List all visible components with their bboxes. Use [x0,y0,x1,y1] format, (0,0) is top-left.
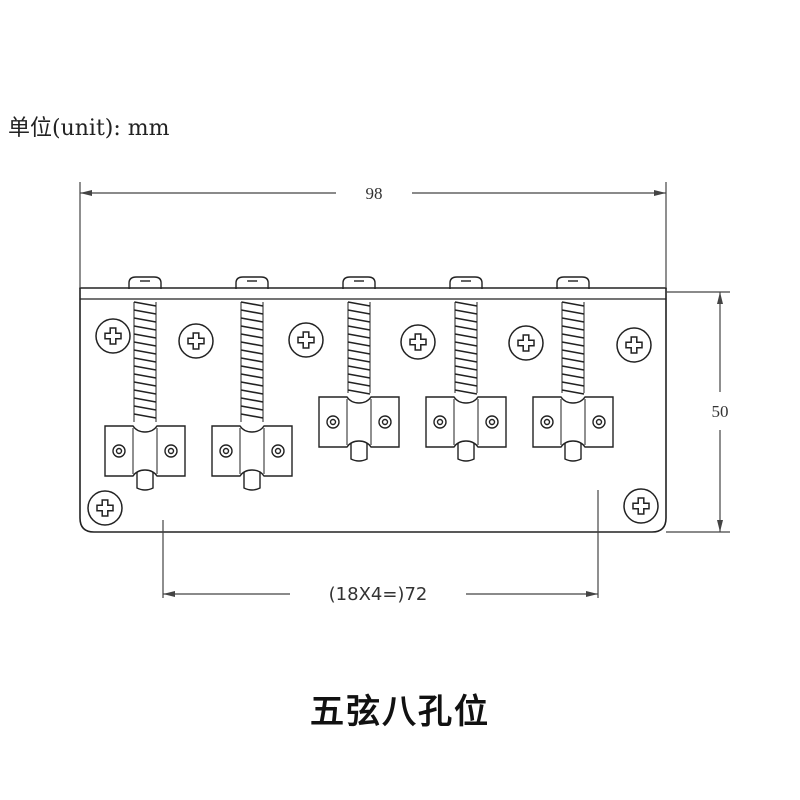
saddle-assembly [211,276,293,491]
spring-icon [133,301,157,422]
mounting-screw-icon [623,488,659,524]
saddle-block [425,396,507,462]
adjust-screw-head-icon [449,276,483,289]
adjust-screw-head-icon [556,276,590,289]
mounting-screw-icon [400,324,436,360]
saddle-screw-tip [243,472,261,491]
adjust-screw-head-icon [235,276,269,289]
saddle-assembly [532,276,614,462]
spring-icon [561,301,585,395]
saddle-assembly [104,276,186,491]
mounting-screw-icon [87,490,123,526]
height-arrow-top [717,292,723,304]
height-dimension-label: 50 [712,402,729,421]
mounting-screw-icon [95,318,131,354]
diagram-caption: 五弦八孔位 [310,692,490,732]
height-screw-icon [540,415,554,429]
adjust-screw-head-icon [342,276,376,289]
width-arrow-right [654,190,666,196]
height-screw-icon [592,415,606,429]
saddle-block [211,425,293,491]
adjust-screw-head-icon [128,276,162,289]
height-screw-icon [164,444,178,458]
height-screw-icon [326,415,340,429]
span-arrow-left [163,591,175,597]
spring-icon [347,301,371,395]
mounting-screw-icon [178,323,214,359]
bridge-plate [79,287,667,533]
span-arrow-right [586,591,598,597]
mounting-screw-icon [616,327,652,363]
mounting-screw-icon [508,325,544,361]
height-arrow-bottom [717,520,723,532]
saddle-block [318,396,400,462]
height-screw-icon [112,444,126,458]
hole-span-dimension-label: (18X4=)72 [329,584,428,605]
spring-icon [240,301,264,422]
saddle-assembly [318,276,400,462]
mounting-screw-icon [288,322,324,358]
saddle-block [104,425,186,491]
spring-icon [454,301,478,395]
height-screw-icon [433,415,447,429]
saddle-screw-tip [350,443,368,462]
saddle-screw-tip [564,443,582,462]
width-arrow-left [80,190,92,196]
height-screw-icon [485,415,499,429]
unit-label: 单位(unit): mm [8,116,170,141]
height-screw-icon [219,444,233,458]
width-dimension-label: 98 [366,184,383,203]
saddle-screw-tip [457,443,475,462]
height-screw-icon [271,444,285,458]
saddle-block [532,396,614,462]
height-screw-icon [378,415,392,429]
saddle-assembly [425,276,507,462]
saddle-screw-tip [136,472,154,491]
